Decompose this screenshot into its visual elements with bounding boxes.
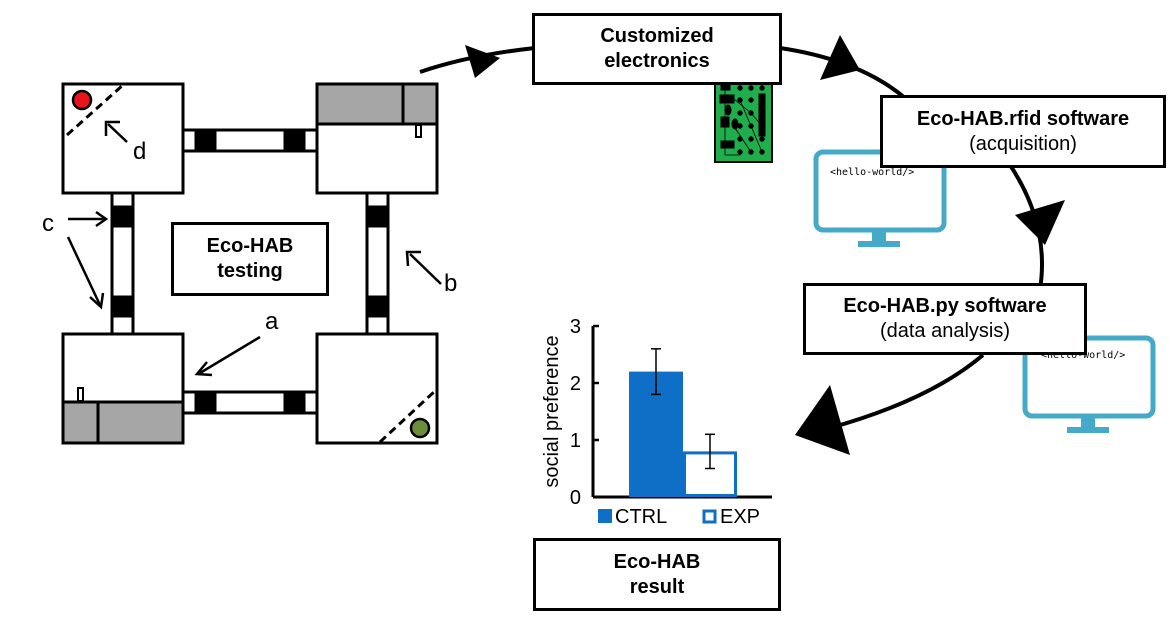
circuit-board-icon: [714, 74, 773, 163]
box-line: Eco-HAB.py software: [843, 295, 1047, 317]
label-pointers: [66, 120, 442, 377]
legend-swatch-ctrl: [598, 509, 612, 523]
y-tick-label: 2: [570, 373, 581, 395]
label-c: c: [42, 210, 54, 237]
arrowhead-3: [1015, 200, 1065, 245]
legend-label-ctrl: CTRL: [615, 506, 667, 528]
y-axis-label: social preference: [541, 335, 563, 487]
eco-hab-setup: [61, 82, 439, 445]
y-tick-label: 3: [570, 316, 581, 338]
eco-hab-testing-box: Eco-HAB testing: [171, 222, 329, 296]
y-tick-label: 1: [570, 430, 581, 452]
box-line: (acquisition): [969, 132, 1077, 155]
label-d: d: [133, 138, 147, 165]
tube-right: [365, 190, 390, 336]
red-marker: [71, 89, 93, 111]
arrowhead-4: [795, 385, 850, 455]
box-line: result: [629, 575, 685, 598]
tube-left: [110, 190, 135, 336]
rfid-software-box: Eco-HAB.rfid software (acquisition): [880, 95, 1166, 168]
monitor-code-text: <hello-world/>: [830, 167, 914, 178]
customized-electronics-box: Customized electronics: [532, 13, 782, 85]
cage-top-right: [315, 82, 439, 195]
box-line: (data analysis): [879, 320, 1011, 342]
box-line: Eco-HAB.rfid software: [916, 107, 1130, 130]
arrow-py-to-result: [829, 353, 985, 430]
label-b: b: [444, 270, 458, 297]
cage-bottom-right: [315, 332, 439, 445]
eco-hab-result-box: Eco-HAB result: [533, 538, 781, 611]
arrowhead-1: [465, 45, 500, 78]
tube-top: [180, 128, 320, 153]
label-a: a: [265, 308, 279, 335]
box-line: electronics: [604, 50, 710, 72]
box-line: Eco-HAB: [206, 235, 294, 257]
tube-bottom: [180, 390, 320, 415]
y-tick-label: 0: [570, 487, 581, 509]
legend-swatch-exp: [702, 509, 717, 524]
box-line: Customized: [600, 25, 714, 47]
cage-bottom-left: [61, 332, 185, 445]
arrowhead-2: [820, 35, 860, 80]
arrowheads: [465, 35, 1065, 455]
monitor-icon: <hello-world/>: [1022, 335, 1156, 433]
legend-label-exp: EXP: [720, 506, 760, 528]
monitor-code-text: <hello-world/>: [1041, 350, 1125, 361]
box-line: testing: [217, 260, 283, 282]
py-software-box: Eco-HAB.py software (data analysis): [803, 283, 1087, 355]
green-marker: [409, 417, 431, 439]
box-line: Eco-HAB: [613, 550, 701, 573]
